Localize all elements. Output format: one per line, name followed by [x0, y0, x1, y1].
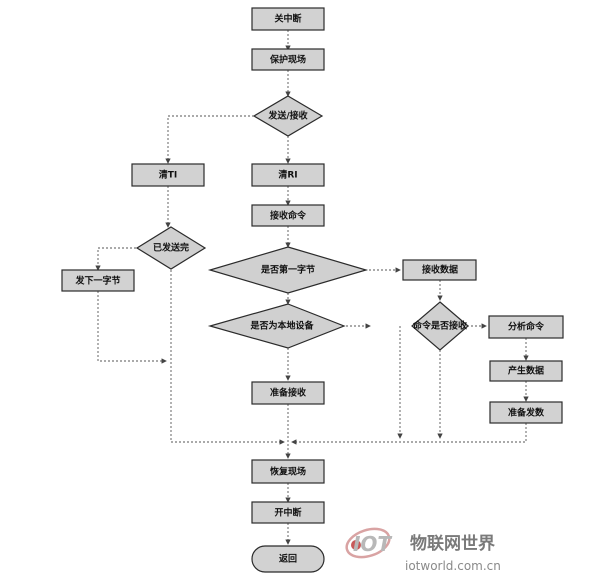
decision-send-recv: 发送/接收	[252, 95, 324, 137]
terminal-return: 返回	[251, 545, 325, 573]
node-clear-ri: 清RI	[251, 163, 325, 187]
node-label: 关中断	[274, 13, 301, 25]
node-label: 是否第一字节	[260, 264, 315, 276]
watermark-url: iotworld.com.cn	[405, 559, 501, 573]
node-restore-context: 恢复现场	[251, 459, 325, 484]
node-label: 命令是否接收	[412, 320, 467, 332]
node-label: 分析命令	[508, 321, 545, 333]
node-prepare-receive: 准备接收	[251, 381, 325, 405]
node-receive-cmd: 接收命令	[251, 204, 325, 227]
logo-text: IOT	[353, 532, 392, 556]
decision-cmd-received: 命令是否接收	[411, 301, 469, 351]
node-label: 接收命令	[270, 210, 307, 222]
watermark: IOT 物联网世界 iotworld.com.cn	[345, 527, 501, 573]
node-label: 保护现场	[269, 54, 306, 66]
node-receive-data: 接收数据	[402, 259, 477, 281]
node-label: 清TI	[159, 169, 178, 181]
decision-is-first-byte: 是否第一字节	[207, 246, 369, 294]
node-clear-ti: 清TI	[131, 163, 205, 187]
decision-send-done: 已发送完	[135, 226, 207, 270]
node-label: 清RI	[278, 169, 297, 181]
node-save-context: 保护现场	[251, 48, 325, 71]
connectors	[95, 30, 529, 545]
node-label: 返回	[279, 553, 297, 565]
node-enable-int: 开中断	[251, 501, 325, 524]
node-generate-data: 产生数据	[489, 360, 563, 382]
watermark-name: 物联网世界	[410, 533, 495, 554]
node-label: 准备发数	[508, 407, 545, 419]
iot-logo: IOT	[345, 527, 392, 559]
node-prepare-send: 准备发数	[489, 401, 563, 424]
node-label: 产生数据	[508, 365, 544, 377]
node-label: 已发送完	[153, 242, 189, 254]
node-label: 是否为本地设备	[249, 320, 314, 332]
node-analyze-cmd: 分析命令	[488, 315, 564, 339]
node-label: 发下一字节	[74, 275, 120, 287]
node-send-next-byte: 发下一字节	[61, 269, 135, 292]
node-label: 发送/接收	[267, 110, 307, 122]
node-label: 恢复现场	[270, 466, 306, 478]
node-label: 准备接收	[270, 387, 306, 399]
decision-is-local-device: 是否为本地设备	[207, 303, 346, 349]
node-disable-int: 关中断	[251, 7, 325, 31]
node-label: 开中断	[274, 507, 301, 519]
node-label: 接收数据	[422, 264, 458, 276]
